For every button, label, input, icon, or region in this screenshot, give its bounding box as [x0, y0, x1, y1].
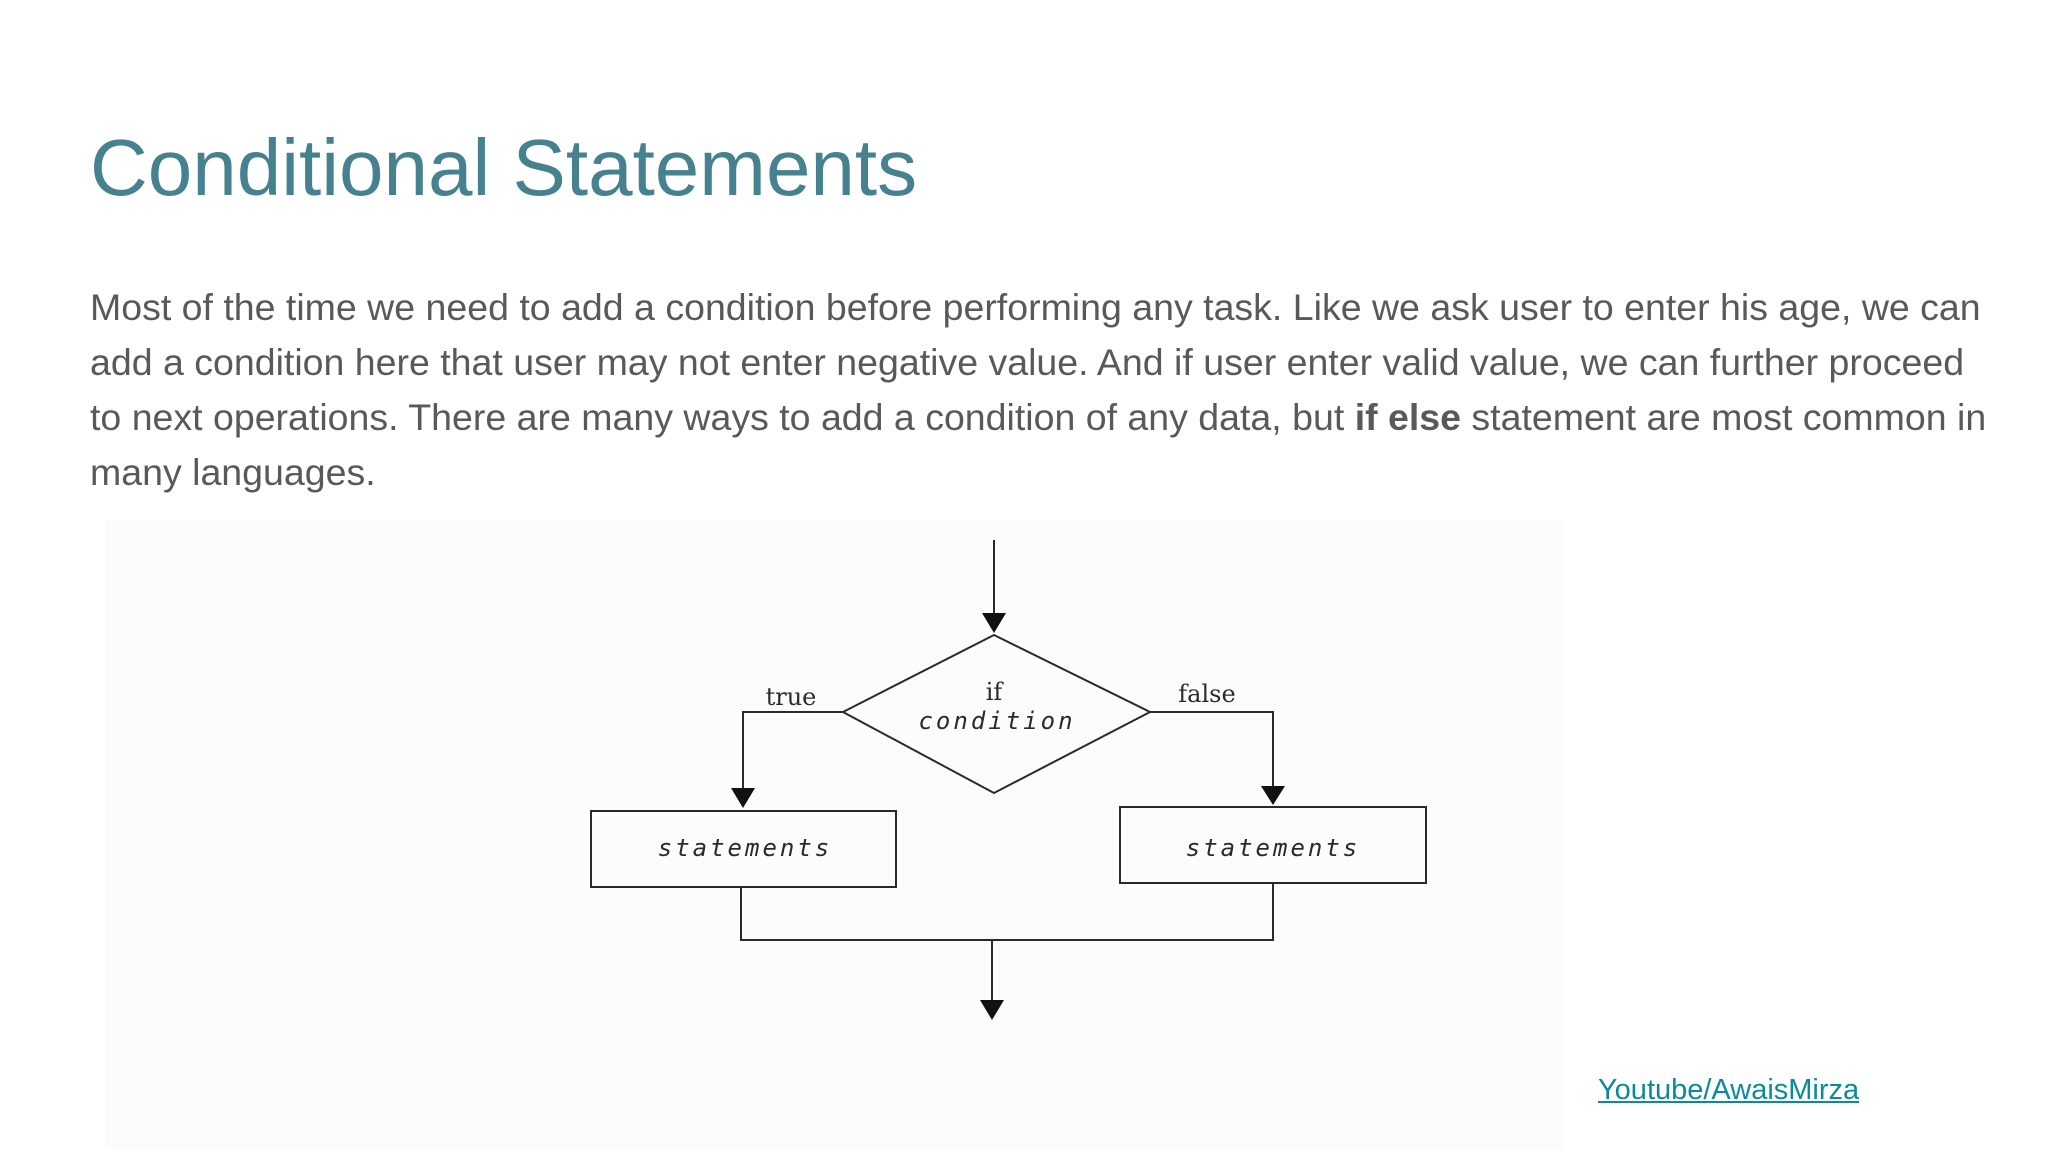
body-text-bold-keyword: if else: [1354, 396, 1461, 438]
true-branch-label: true: [766, 683, 817, 711]
flowchart-diagram: if condition true false statements state…: [590, 540, 1427, 1020]
exit-arrowhead: [980, 1000, 1004, 1020]
true-branch-line: [742, 711, 843, 790]
merge-line: [740, 883, 1274, 941]
slide-body-text: Most of the time we need to add a condit…: [90, 280, 1990, 500]
false-statements-label: statements: [1186, 834, 1361, 862]
decision-condition-label: condition: [918, 707, 1075, 735]
true-statements-label: statements: [658, 834, 833, 862]
slide-title: Conditional Statements: [90, 123, 918, 212]
body-text-part-2: statement are most common in many langua…: [90, 396, 1987, 493]
body-text-part-1: Most of the time we need to add a condit…: [90, 286, 1981, 438]
decision-diamond: [840, 633, 1153, 795]
entry-arrowhead: [982, 613, 1006, 633]
if-else-flowchart-image: if condition true false statements state…: [105, 520, 1565, 1150]
true-arrowhead: [731, 788, 755, 808]
false-branch-label: false: [1178, 680, 1235, 708]
false-branch-line: [1150, 711, 1274, 788]
youtube-channel-link[interactable]: Youtube/AwaisMirza: [1598, 1074, 1860, 1106]
true-statements-box: [590, 810, 897, 888]
decision-if-label: if: [986, 678, 1005, 706]
false-arrowhead: [1261, 786, 1285, 805]
